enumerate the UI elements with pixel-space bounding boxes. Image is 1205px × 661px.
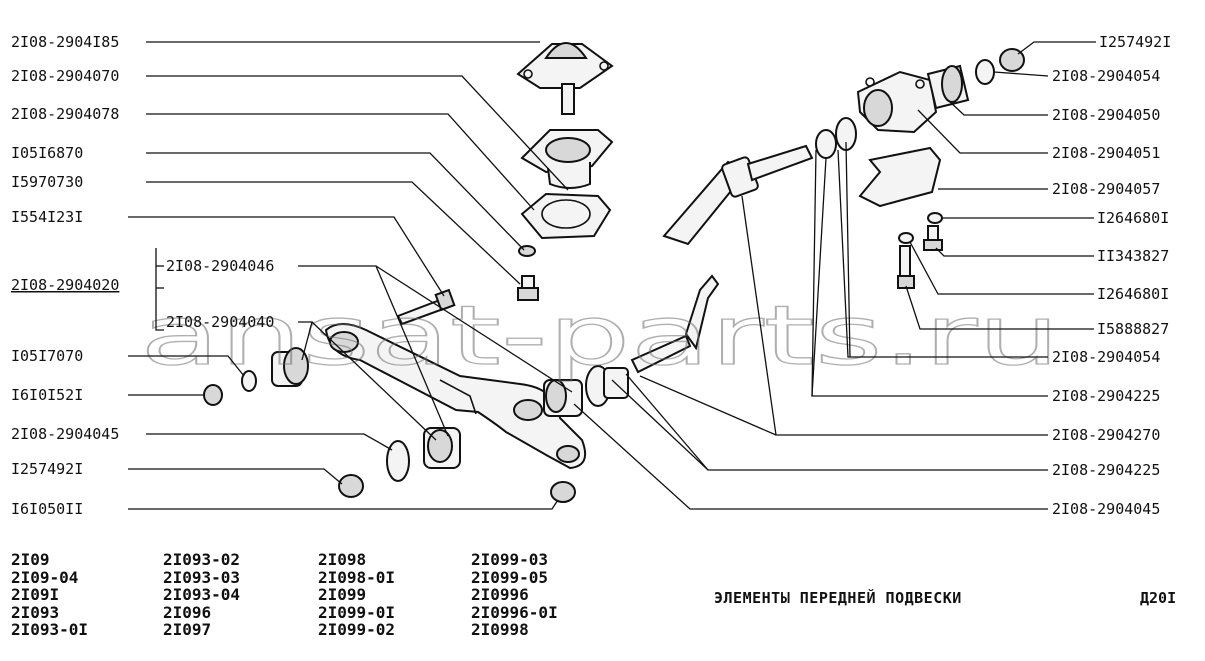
model-code: 2I093-0I [11, 620, 89, 639]
model-code: 2I098 [318, 550, 367, 569]
part-label: I5970730 [11, 173, 83, 191]
part-label: I264680I [1097, 285, 1169, 303]
model-code: 2I093-03 [163, 567, 241, 587]
nut-left-top [203, 384, 223, 406]
ball-joint-cover [520, 129, 614, 189]
part-label: 2I08-2904057 [1052, 180, 1160, 198]
model-code: 2I096 [163, 602, 212, 622]
part-label: 2I08-2904054 [1052, 67, 1160, 85]
model-column-2: 2I093-02 2I093-03 2I093-04 2I096 2I097 [163, 551, 240, 639]
part-label: I6I0I52I [11, 386, 83, 404]
bracket [856, 70, 938, 134]
model-column-4: 2I099-03 2I099-05 2I0996 2I0996-0I 2I099… [471, 551, 558, 639]
part-label: 2I08-2904040 [166, 313, 274, 331]
part-label: 2I08-2904070 [11, 67, 119, 85]
long-bolt [396, 288, 456, 326]
part-label: II343827 [1097, 247, 1169, 265]
part-label: I264680I [1097, 209, 1169, 227]
bolt-right-1 [923, 225, 943, 251]
part-label: 2I08-2904046 [166, 257, 274, 275]
washer-left [241, 370, 257, 392]
upper-bushings [815, 117, 857, 159]
sheet-number: Д20I [1140, 589, 1177, 607]
washer-right-1 [927, 212, 943, 224]
labels-left: 2I08-2904I85 2I08-2904070 2I08-2904078 I… [11, 33, 274, 518]
part-label: 2I08-2904270 [1052, 426, 1160, 444]
part-label: I257492I [11, 460, 83, 478]
leader-lines-right [573, 41, 1096, 510]
ball-joint [516, 42, 614, 115]
part-label: I554I23I [11, 208, 83, 226]
part-label: I05I7070 [11, 347, 83, 365]
part-label: 2I08-2904050 [1052, 106, 1160, 124]
labels-right: I257492I 2I08-2904054 2I08-2904050 2I08-… [1052, 33, 1171, 518]
diagram-title: ЭЛЕМЕНТЫ ПЕРЕДНЕЙ ПОДВЕСКИ [714, 589, 962, 607]
model-code: 2I099-0I [318, 602, 396, 622]
part-label: 2I08-2904225 [1052, 461, 1160, 479]
watermark: ansat-parts.ru [140, 289, 1060, 384]
rear-bushing [543, 365, 629, 417]
model-code: 2I097 [163, 620, 212, 639]
part-label: I257492I [1099, 33, 1171, 51]
suspension-arm [324, 323, 586, 470]
part-label: 2I08-2904051 [1052, 144, 1160, 162]
nut-top [999, 48, 1025, 72]
model-code: 2I093-04 [163, 585, 241, 604]
model-code: 2I093 [11, 602, 60, 622]
model-code: 2I099-02 [318, 620, 396, 639]
small-bolt [517, 275, 539, 301]
assembly-label: 2I08-2904020 [11, 276, 119, 294]
part-label: 2I08-2904045 [1052, 500, 1160, 518]
part-label: 2I08-2904078 [11, 105, 119, 123]
model-code: 2I099-05 [471, 567, 549, 587]
part-label: 2I08-2904225 [1052, 387, 1160, 405]
bracket-bushing [926, 64, 970, 110]
stabilizer-bar-upper [662, 144, 814, 246]
bolt-right-2 [897, 245, 915, 289]
nut-bottom [550, 481, 576, 503]
model-code: 2I0996-0I [471, 602, 558, 622]
nut-left-bottom [338, 474, 364, 498]
front-bushing [271, 347, 309, 387]
part-label: I5888827 [1097, 320, 1169, 338]
part-label: 2I08-2904I85 [11, 33, 119, 51]
washer-top [975, 59, 995, 85]
part-label: I05I6870 [11, 144, 83, 162]
model-code: 2I099-03 [471, 550, 549, 569]
stabilizer-bar-lower [630, 274, 720, 374]
model-code: 2I098-0I [318, 567, 396, 587]
model-column-3: 2I098 2I098-0I 2I099 2I099-0I 2I099-02 [318, 551, 395, 639]
model-code: 2I0996 [471, 585, 529, 604]
model-code: 2I0998 [471, 620, 529, 639]
washer-large [386, 440, 410, 482]
part-label: 2I08-2904045 [11, 425, 119, 443]
part-label: I6I050II [11, 500, 83, 518]
model-code: 2I093-02 [163, 550, 241, 569]
model-column-1: 2I09 2I09-04 2I09I 2I093 2I093-0I [11, 551, 88, 639]
model-code: 2I099 [318, 585, 367, 604]
part-label: 2I08-2904054 [1052, 348, 1160, 366]
washer-right-2 [898, 232, 914, 244]
gasket [520, 192, 612, 240]
model-code: 2I09I [11, 585, 60, 604]
clamp-plate [858, 146, 942, 208]
model-code: 2I09-04 [11, 567, 79, 587]
model-code: 2I09 [11, 550, 50, 569]
leader-lines-left [128, 41, 573, 510]
